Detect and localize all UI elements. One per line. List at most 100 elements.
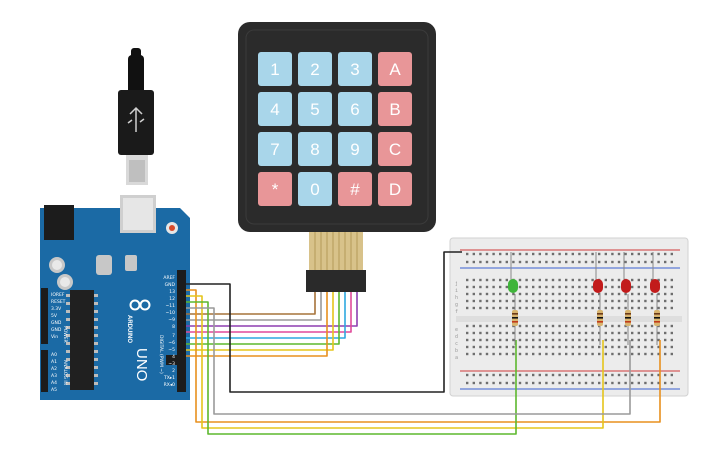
key-8[interactable]: 8 [298, 132, 332, 166]
power-pin-label: 3.3V [51, 306, 62, 312]
wire-purple[interactable] [186, 292, 358, 327]
usb-cable-icon[interactable] [118, 48, 154, 185]
digital-pin-label: ~11 [166, 303, 176, 309]
wire-black[interactable] [186, 251, 462, 393]
analog-pin-label: A0 [51, 352, 57, 358]
wire-gray-k[interactable] [186, 292, 322, 321]
breadboard[interactable]: j i h g f e d c b a [449, 237, 689, 397]
led-red[interactable] [593, 252, 603, 293]
power-pin-label: RESET [51, 299, 66, 305]
digital-pin-label: 12 [169, 296, 175, 302]
digital-pin-label: TX▸1 [163, 375, 175, 381]
resistor[interactable] [512, 294, 518, 345]
arduino-logo-icon [129, 299, 151, 311]
digital-pin-label: ~6 [168, 340, 175, 346]
digital-label: DIGITAL (PWM ~) [158, 335, 164, 374]
key-label: 8 [310, 140, 319, 159]
key-label: A [389, 60, 401, 79]
digital-pin-label: RX◂0 [164, 382, 175, 388]
digital-pin-label: 4 [172, 354, 175, 360]
key-#[interactable]: # [338, 172, 372, 206]
wire-orange[interactable] [186, 289, 661, 423]
row-letter: b [455, 348, 458, 354]
analog-pin-label: A1 [51, 359, 57, 365]
key-label: # [350, 180, 360, 199]
power-pin-label: Vin [51, 334, 58, 340]
resistor[interactable] [654, 294, 660, 345]
brand-label: ARDUINO [126, 315, 132, 343]
wire-pink[interactable] [186, 292, 352, 333]
row-letter: d [455, 334, 458, 340]
arduino-board[interactable]: IOREF RESET 3.3V 5V GND GND Vin POWER A0… [40, 195, 190, 400]
key-label: 1 [270, 60, 279, 79]
digital-pin-label: ~9 [168, 317, 175, 323]
wire-blue[interactable] [186, 292, 346, 339]
key-label: 9 [350, 140, 359, 159]
power-pin-label: 5V [51, 313, 58, 319]
wire-orange-k[interactable] [186, 292, 328, 357]
key-3[interactable]: 3 [338, 52, 372, 86]
row-letter: c [455, 341, 458, 347]
digital-pin-label: 8 [172, 324, 175, 330]
key-9[interactable]: 9 [338, 132, 372, 166]
power-pin-label: GND [51, 327, 62, 333]
digital-pin-label: ~5 [168, 347, 175, 353]
model-label: UNO [133, 348, 150, 381]
digital-pin-label: 2 [172, 368, 175, 374]
key-label: D [389, 180, 401, 199]
wire-gray[interactable] [186, 307, 631, 415]
row-letter: g [455, 302, 458, 308]
key-A[interactable]: A [378, 52, 412, 86]
key-label: B [389, 100, 400, 119]
wire-green-k[interactable] [186, 292, 340, 345]
row-letter: e [455, 327, 458, 333]
digital-pin-label: ~10 [166, 310, 176, 316]
digital-pin-label: 7 [172, 333, 175, 339]
key-label: 3 [350, 60, 359, 79]
analog-pin-label: A2 [51, 366, 57, 372]
row-letter: j [455, 281, 458, 287]
key-B[interactable]: B [378, 92, 412, 126]
led-red[interactable] [650, 252, 660, 293]
key-0[interactable]: 0 [298, 172, 332, 206]
key-6[interactable]: 6 [338, 92, 372, 126]
key-label: 5 [310, 100, 319, 119]
analog-pin-label: A3 [51, 373, 57, 379]
row-letter: h [455, 295, 458, 301]
analog-pin-label: A5 [51, 387, 57, 393]
led-green[interactable] [508, 252, 518, 293]
key-label: 0 [310, 180, 319, 199]
key-label: 7 [270, 140, 279, 159]
wire-green[interactable] [186, 301, 517, 435]
power-label: POWER [62, 326, 68, 343]
digital-pin-label: AREF [163, 275, 175, 281]
key-2[interactable]: 2 [298, 52, 332, 86]
row-letter: f [455, 309, 458, 315]
key-4[interactable]: 4 [258, 92, 292, 126]
digital-pin-label: 13 [169, 289, 175, 295]
key-label: 4 [270, 100, 279, 119]
wire-yellow-k[interactable] [186, 292, 334, 351]
row-letter: a [455, 355, 458, 361]
wire-yellow[interactable] [186, 295, 604, 429]
digital-pin-label: ~3 [168, 361, 175, 367]
power-pin-label: GND [51, 320, 62, 326]
key-1[interactable]: 1 [258, 52, 292, 86]
power-pin-label: IOREF [51, 292, 65, 298]
wire-brown-k[interactable] [186, 292, 316, 315]
key-C[interactable]: C [378, 132, 412, 166]
resistor[interactable] [597, 294, 603, 345]
key-label: 6 [350, 100, 359, 119]
key-label: 2 [310, 60, 319, 79]
analog-label: ANALOG IN [62, 360, 68, 385]
row-letter: i [455, 288, 458, 294]
resistor[interactable] [625, 294, 631, 345]
led-red[interactable] [621, 252, 631, 293]
key-*[interactable]: * [258, 172, 292, 206]
key-7[interactable]: 7 [258, 132, 292, 166]
keypad-ribbon-connector [306, 232, 366, 292]
key-D[interactable]: D [378, 172, 412, 206]
key-5[interactable]: 5 [298, 92, 332, 126]
